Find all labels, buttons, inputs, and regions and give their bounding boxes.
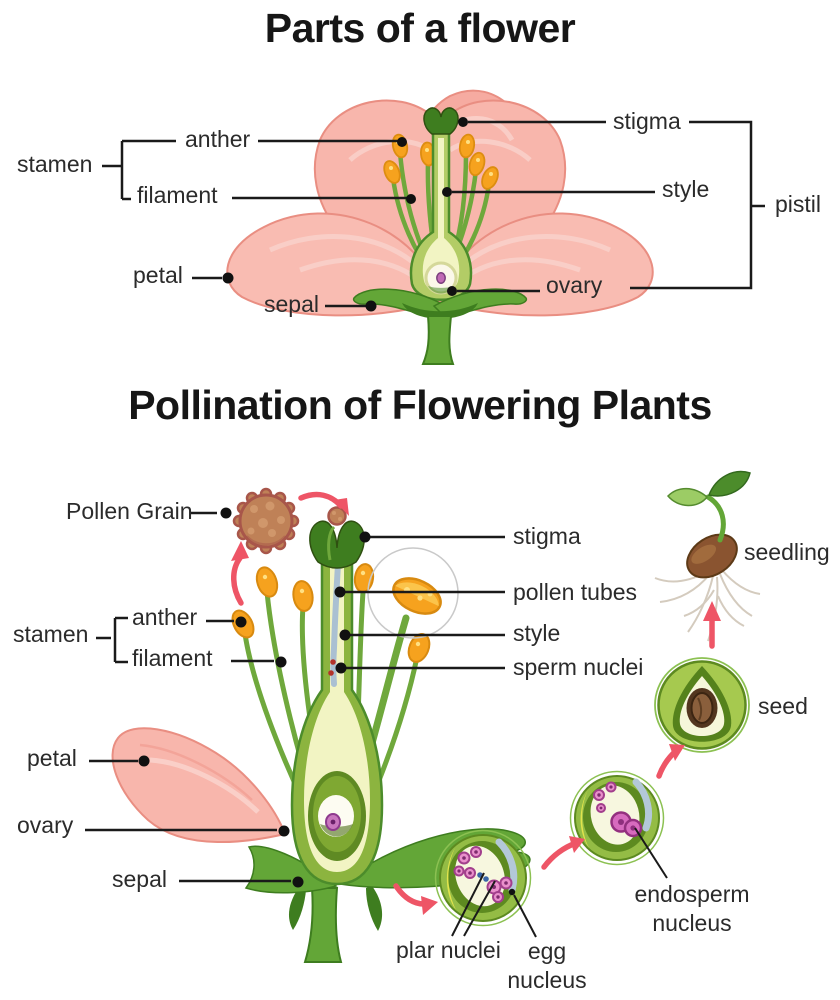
label-stigma: stigma [613,108,681,134]
pollination-title: Pollination of Flowering Plants [128,382,712,428]
label-style: style [513,620,561,646]
stigma-shape [309,520,365,569]
label-egg-nucleus-line2: nucleus [507,966,587,993]
label-stigma: stigma [513,523,581,549]
fertilization-stage-illustration [434,829,532,927]
stamen-bracket [113,616,128,664]
pistil-shape [409,107,473,301]
sperm-nuclei-dots [328,659,336,676]
label-endosperm-nucleus-line2: nucleus [652,909,732,936]
label-endosperm-nucleus: endosperm nucleus [618,880,766,938]
petal-shape [111,727,287,844]
top-leader-dots [222,117,468,312]
label-sepal: sepal [264,291,319,317]
label-pollen-grain: Pollen Grain [66,498,193,524]
stem-shape [303,887,343,963]
stigma-shape [423,107,459,135]
seedling-illustration [654,471,761,642]
pollination-leader-lines [85,511,668,938]
sepal-shapes [352,288,528,365]
label-egg-nucleus: egg nucleus [492,937,602,995]
top-leader-lines [102,120,765,308]
label-pollen-tubes: pollen tubes [513,579,638,605]
arrow-ovule-to-endosperm [541,840,579,870]
label-petal: petal [27,745,77,771]
label-egg-nucleus-line1: egg [527,938,567,964]
arrow-flower-to-ovule [393,883,427,907]
label-seedling: seedling [744,539,830,565]
pollination-flower-illustration [111,506,531,963]
highlighted-anther-icon [392,577,442,615]
label-style: style [662,176,710,202]
label-ovary: ovary [546,272,603,298]
label-anther: anther [132,604,198,630]
pollen-on-stigma-icon [327,506,347,526]
label-seed: seed [758,693,808,719]
label-plar-nuclei: plar nuclei [396,937,501,963]
label-filament: filament [137,182,218,208]
pistil-shape [290,506,384,886]
polar-nuclei-dots [453,846,482,879]
pistil-bracket [630,120,765,290]
pollen-tube-line [495,838,518,894]
label-endosperm-nucleus-line1: endosperm [634,881,750,907]
label-filament: filament [132,645,213,671]
anther-icons [231,563,442,663]
label-sperm-nuclei: sperm nuclei [513,654,644,680]
label-anther: anther [185,126,251,152]
pollen-tube-line [632,778,653,832]
top-flower-illustration [226,89,654,365]
label-petal: petal [133,262,183,288]
endosperm-stage-illustration [569,770,665,866]
label-ovary: ovary [17,812,74,838]
roots-shape [654,569,761,642]
stamen-bracket [120,139,176,201]
label-pistil: pistil [775,191,822,217]
pollination-leader-dots [138,507,516,896]
parts-title: Parts of a flower [264,5,576,51]
label-stamen: stamen [13,621,89,647]
stem-shape [421,315,455,365]
label-stamen: stamen [17,151,93,177]
seed-stage-illustration [654,657,750,753]
ovule-nucleus [436,272,446,284]
pollen-grain-icon [232,487,300,555]
label-sepal: sepal [112,866,167,892]
cycle-arrowheads [231,498,721,915]
arrow-anther-to-pollen [231,555,244,606]
